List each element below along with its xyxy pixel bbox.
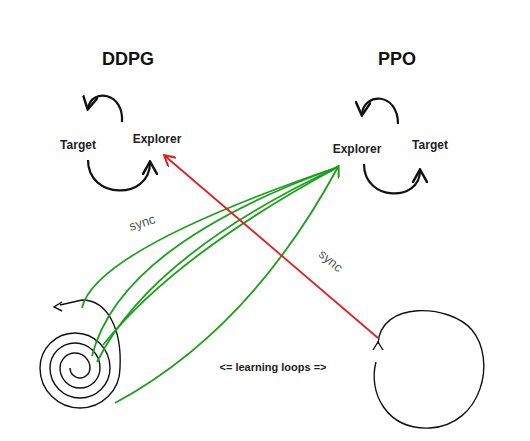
network-label: Target: [60, 139, 96, 152]
network-label: Explorer: [333, 143, 382, 156]
network-label: Explorer: [133, 133, 182, 146]
cycle-arrow: [88, 160, 150, 190]
loop-arrowhead: [373, 342, 383, 350]
caption-note: <= learning loops =>: [220, 361, 327, 373]
cycle-arrow: [88, 96, 122, 122]
cycle-arrow: [362, 99, 398, 124]
group-heading: DDPG: [102, 50, 154, 70]
sync-label: sync: [314, 246, 347, 277]
group-heading: PPO: [378, 50, 416, 70]
network-label: Target: [412, 139, 448, 152]
sync-line: [165, 156, 378, 338]
loop-arrowhead: [54, 302, 62, 311]
sync-curves: [82, 167, 338, 403]
cycle-arrow: [364, 164, 420, 193]
round-loop: [374, 311, 484, 428]
sync-label: sync: [125, 211, 159, 234]
